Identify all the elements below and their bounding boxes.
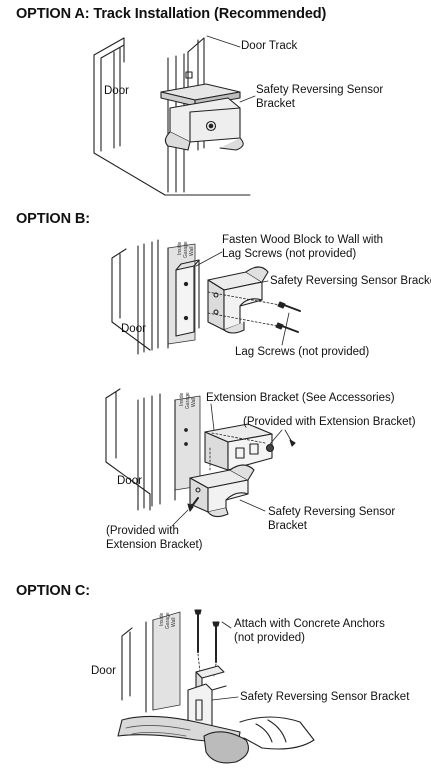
- option-b2-sensor-bracket-label-line-1: Safety Reversing Sensor: [268, 506, 396, 518]
- option-c-floor-hand: [117, 715, 315, 764]
- option-b1-lag-screws: [207, 291, 301, 346]
- option-b2-extension-bracket-label: Extension Bracket (See Accessories): [206, 392, 395, 404]
- option-b2-door-frame: [105, 388, 161, 511]
- option-c-wall-text-3: Wall: [171, 617, 177, 627]
- option-b1-door-frame: [111, 239, 159, 355]
- option-b1-wall-text-3: Wall: [189, 246, 195, 256]
- option-b2-door-label: Door: [117, 475, 142, 487]
- option-b2-extension-bracket: [204, 403, 296, 471]
- option-c-door-frame: [121, 619, 154, 713]
- option-b-panel-1-illustration: Inside Garage Wall: [111, 239, 301, 355]
- option-c-wall-text-2: Garage: [165, 612, 171, 629]
- option-a-sensor-bracket-label-line-1: Safety Reversing Sensor: [256, 84, 384, 96]
- option-a-door-label: Door: [104, 85, 129, 97]
- option-b1-door-label: Door: [121, 323, 146, 335]
- option-a-heading: OPTION A: Track Installation (Recommende…: [16, 6, 327, 22]
- option-b1-sensor-bracket-label: Safety Reversing Sensor Bracket: [270, 275, 431, 287]
- option-b2-wall-text-1: Inside: [179, 392, 185, 406]
- option-b-heading: OPTION B:: [16, 211, 91, 227]
- option-c-door-label: Door: [91, 665, 116, 677]
- option-a-door-track-label: Door Track: [241, 40, 298, 52]
- option-c-anchors-label-line-2: (not provided): [234, 632, 305, 644]
- option-b1-wood-block-label-line-2: Lag Screws (not provided): [222, 248, 357, 260]
- option-c-wall: Inside Garage Wall: [152, 611, 181, 711]
- option-b2-wall: Inside Garage Wall: [174, 392, 201, 501]
- option-b-panel-2-illustration: Inside Garage Wall: [105, 388, 296, 527]
- option-a-sensor-bracket-label-line-2: Bracket: [256, 98, 295, 110]
- option-b2-provided-left-label-line-2: Extension Bracket): [106, 539, 203, 551]
- option-b2-provided-right-label: (Provided with Extension Bracket): [243, 416, 416, 428]
- option-b2-sensor-bracket-label-line-2: Bracket: [268, 520, 307, 532]
- option-c-concrete-anchors: [194, 609, 232, 677]
- option-c-anchors-label-line-1: Attach with Concrete Anchors: [234, 618, 385, 630]
- option-a-sensor-bracket: [160, 83, 256, 151]
- option-b1-sensor-bracket: [207, 266, 269, 334]
- option-b2-provided-left-label-line-1: (Provided with: [106, 525, 179, 537]
- option-b2-sensor-bracket: [171, 447, 266, 527]
- option-c-sensor-bracket-label: Safety Reversing Sensor Bracket: [240, 691, 410, 703]
- option-b1-wall-text-1: Inside: [177, 241, 183, 255]
- option-a-illustration: [93, 35, 256, 196]
- option-c-illustration: Inside Garage Wall: [117, 609, 315, 764]
- option-b2-wall-text-3: Wall: [191, 397, 197, 407]
- option-a-door-frame: [93, 37, 251, 196]
- option-b1-wood-block-label-line-1: Fasten Wood Block to Wall with: [222, 234, 384, 246]
- option-b2-wall-text-2: Garage: [185, 392, 191, 409]
- option-b1-wall-text-2: Garage: [183, 241, 189, 258]
- option-b1-wood-block: [175, 251, 223, 337]
- option-c-wall-text-1: Inside: [159, 612, 165, 626]
- option-b1-lag-screws-label: Lag Screws (not provided): [235, 346, 370, 358]
- option-c-heading: OPTION C:: [16, 583, 91, 599]
